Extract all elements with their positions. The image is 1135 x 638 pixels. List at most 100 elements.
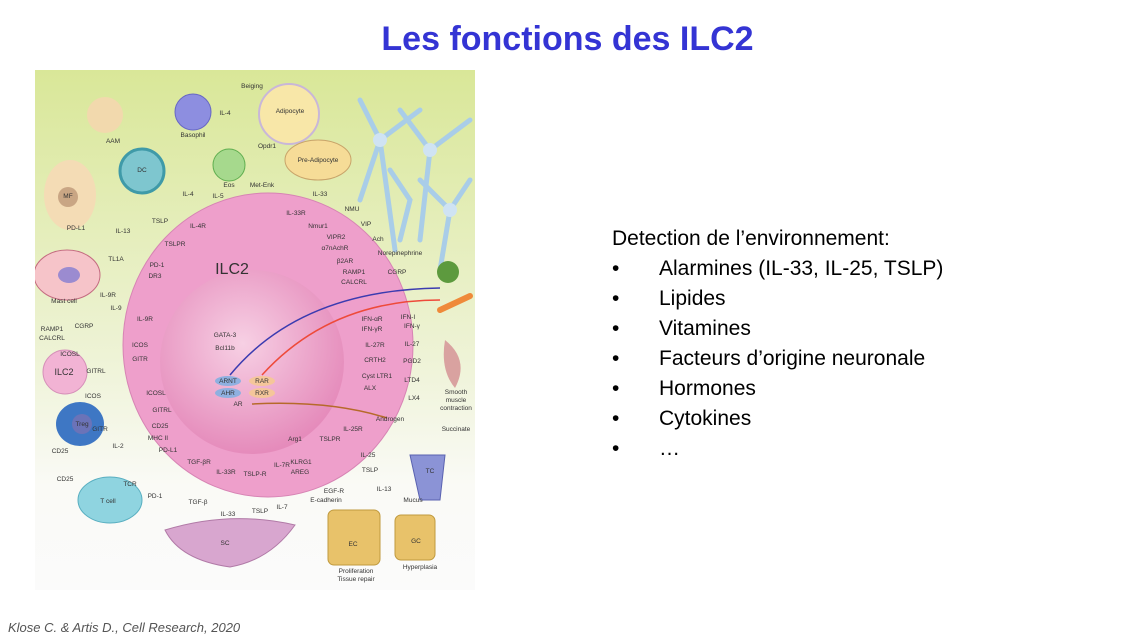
figure-label: TSLPR bbox=[165, 241, 186, 248]
figure-label: IL-25R bbox=[343, 426, 363, 433]
t-cell bbox=[77, 476, 143, 524]
figure-label: CGRP bbox=[75, 323, 94, 330]
figure-label: IL-33 bbox=[313, 191, 328, 198]
figure-label: Treg bbox=[75, 421, 89, 428]
figure-label: IFN-γ bbox=[404, 323, 421, 330]
list-item: •… bbox=[612, 434, 943, 464]
figure-label: α7nAchR bbox=[322, 245, 349, 252]
figure-label: GITR bbox=[132, 356, 148, 363]
detection-list: Detection de l’environnement: • Alarmines… bbox=[612, 224, 943, 464]
figure-label: EGF-R bbox=[324, 488, 345, 495]
figure-label: TSLP bbox=[152, 218, 168, 225]
figure-label: TC bbox=[426, 468, 435, 475]
figure-label: IL-27R bbox=[365, 342, 385, 349]
figure-label: LX4 bbox=[408, 395, 420, 402]
figure-label: Eos bbox=[223, 182, 235, 189]
androgen-arrow bbox=[251, 402, 388, 419]
figure-label: PD-1 bbox=[150, 262, 165, 269]
figure-label: EC bbox=[348, 541, 357, 548]
tuft-cell bbox=[409, 454, 446, 501]
figure-label: ICOS bbox=[85, 393, 102, 400]
figure-label: TSLP-R bbox=[243, 471, 266, 478]
figure-label: LTD4 bbox=[404, 377, 420, 384]
figure-label: GITR bbox=[92, 426, 108, 433]
figure-label: IL-5 bbox=[212, 193, 224, 200]
broccoli-icon bbox=[437, 261, 459, 283]
figure-label: IL-33 bbox=[221, 511, 236, 518]
list-item: • Hormones bbox=[612, 374, 943, 404]
figure-label: PGD2 bbox=[403, 358, 421, 365]
list-item-text: Hormones bbox=[659, 377, 756, 400]
figure-label: VIPR2 bbox=[327, 234, 346, 241]
figure-label: CD25 bbox=[52, 448, 69, 455]
figure-label: RAMP1 bbox=[343, 269, 366, 276]
figure-label: Smooth bbox=[445, 389, 468, 396]
figure-label: PD-L1 bbox=[159, 447, 178, 454]
diet-arrow-blue bbox=[229, 287, 441, 376]
goblet-cell bbox=[394, 514, 436, 561]
figure-label: MHC II bbox=[148, 435, 168, 442]
list-item: •Vitamines bbox=[612, 314, 943, 344]
figure-label: TSLPR bbox=[320, 436, 341, 443]
bullet: • bbox=[612, 287, 620, 310]
epithelial-cell bbox=[327, 509, 381, 566]
figure-label: IL-4R bbox=[190, 223, 206, 230]
arnt-receptor bbox=[215, 376, 241, 386]
figure-label: NMU bbox=[345, 206, 360, 213]
figure-label: DC bbox=[137, 167, 147, 174]
figure-label: Arg1 bbox=[288, 436, 302, 443]
figure-label: ICOS bbox=[132, 342, 149, 349]
figure-label: Adipocyte bbox=[276, 108, 305, 115]
figure-label: IL-9 bbox=[110, 305, 122, 312]
figure-label: TSLP bbox=[252, 508, 268, 515]
figure-label: KLRG1 bbox=[290, 459, 312, 466]
figure-label: Hyperplasia bbox=[403, 564, 438, 571]
treg-nucleus bbox=[72, 414, 92, 434]
bullet: • bbox=[612, 257, 620, 280]
figure-label: VIP bbox=[361, 221, 371, 228]
dc-cell bbox=[118, 147, 166, 195]
neuron-body bbox=[423, 143, 437, 157]
figure-label: β2AR bbox=[337, 258, 354, 265]
figure-label: RAR bbox=[255, 378, 269, 385]
figure-label: Norepinephrine bbox=[378, 250, 423, 257]
small-ilc2-cell bbox=[42, 349, 88, 395]
figure-label: Nmur1 bbox=[308, 223, 328, 230]
figure-label: IL-33R bbox=[286, 210, 306, 217]
figure-label: Met-Enk bbox=[250, 182, 275, 189]
figure-label: IFN-αR bbox=[361, 316, 382, 323]
figure-label: Tissue repair bbox=[337, 576, 375, 583]
figure-label: RXR bbox=[255, 390, 269, 397]
figure-label: IL-2 bbox=[112, 443, 124, 450]
list-heading: Detection de l’environnement: bbox=[612, 227, 890, 250]
figure-label: MF bbox=[63, 193, 72, 200]
carrot-icon bbox=[437, 293, 473, 313]
figure-label: GC bbox=[411, 538, 421, 545]
figure-label: GITRL bbox=[152, 407, 172, 414]
figure-label: CGRP bbox=[388, 269, 407, 276]
figure-label: RAMP1 bbox=[41, 326, 64, 333]
figure-label: Pre-Adipocyte bbox=[298, 157, 339, 164]
figure-label: IFN-I bbox=[401, 314, 416, 321]
figure-label: IL-27 bbox=[405, 341, 420, 348]
figure-label: Proliferation bbox=[339, 568, 374, 575]
list-item-text: … bbox=[659, 437, 680, 460]
list-item: • Alarmines (IL-33, IL-25, TSLP) bbox=[612, 254, 943, 284]
figure-label: AREG bbox=[291, 469, 309, 476]
bullet: • bbox=[612, 377, 620, 400]
figure-label: SC bbox=[220, 540, 229, 547]
figure-label: TSLP bbox=[362, 467, 378, 474]
figure-label: IL-33R bbox=[216, 469, 236, 476]
list-item-text: Alarmines (IL-33, IL-25, TSLP) bbox=[659, 257, 944, 280]
figure-label: Beiging bbox=[241, 83, 263, 90]
figure-label: Androgen bbox=[376, 416, 405, 423]
mf-nucleus bbox=[58, 187, 78, 207]
figure-label: ICOSL bbox=[60, 351, 80, 358]
pre-adipocyte-cell bbox=[284, 139, 352, 181]
list-item: •Lipides bbox=[612, 284, 943, 314]
figure-label: TL1A bbox=[108, 256, 124, 263]
figure-label: ILC2 bbox=[54, 367, 73, 377]
figure-label: CD25 bbox=[152, 423, 169, 430]
